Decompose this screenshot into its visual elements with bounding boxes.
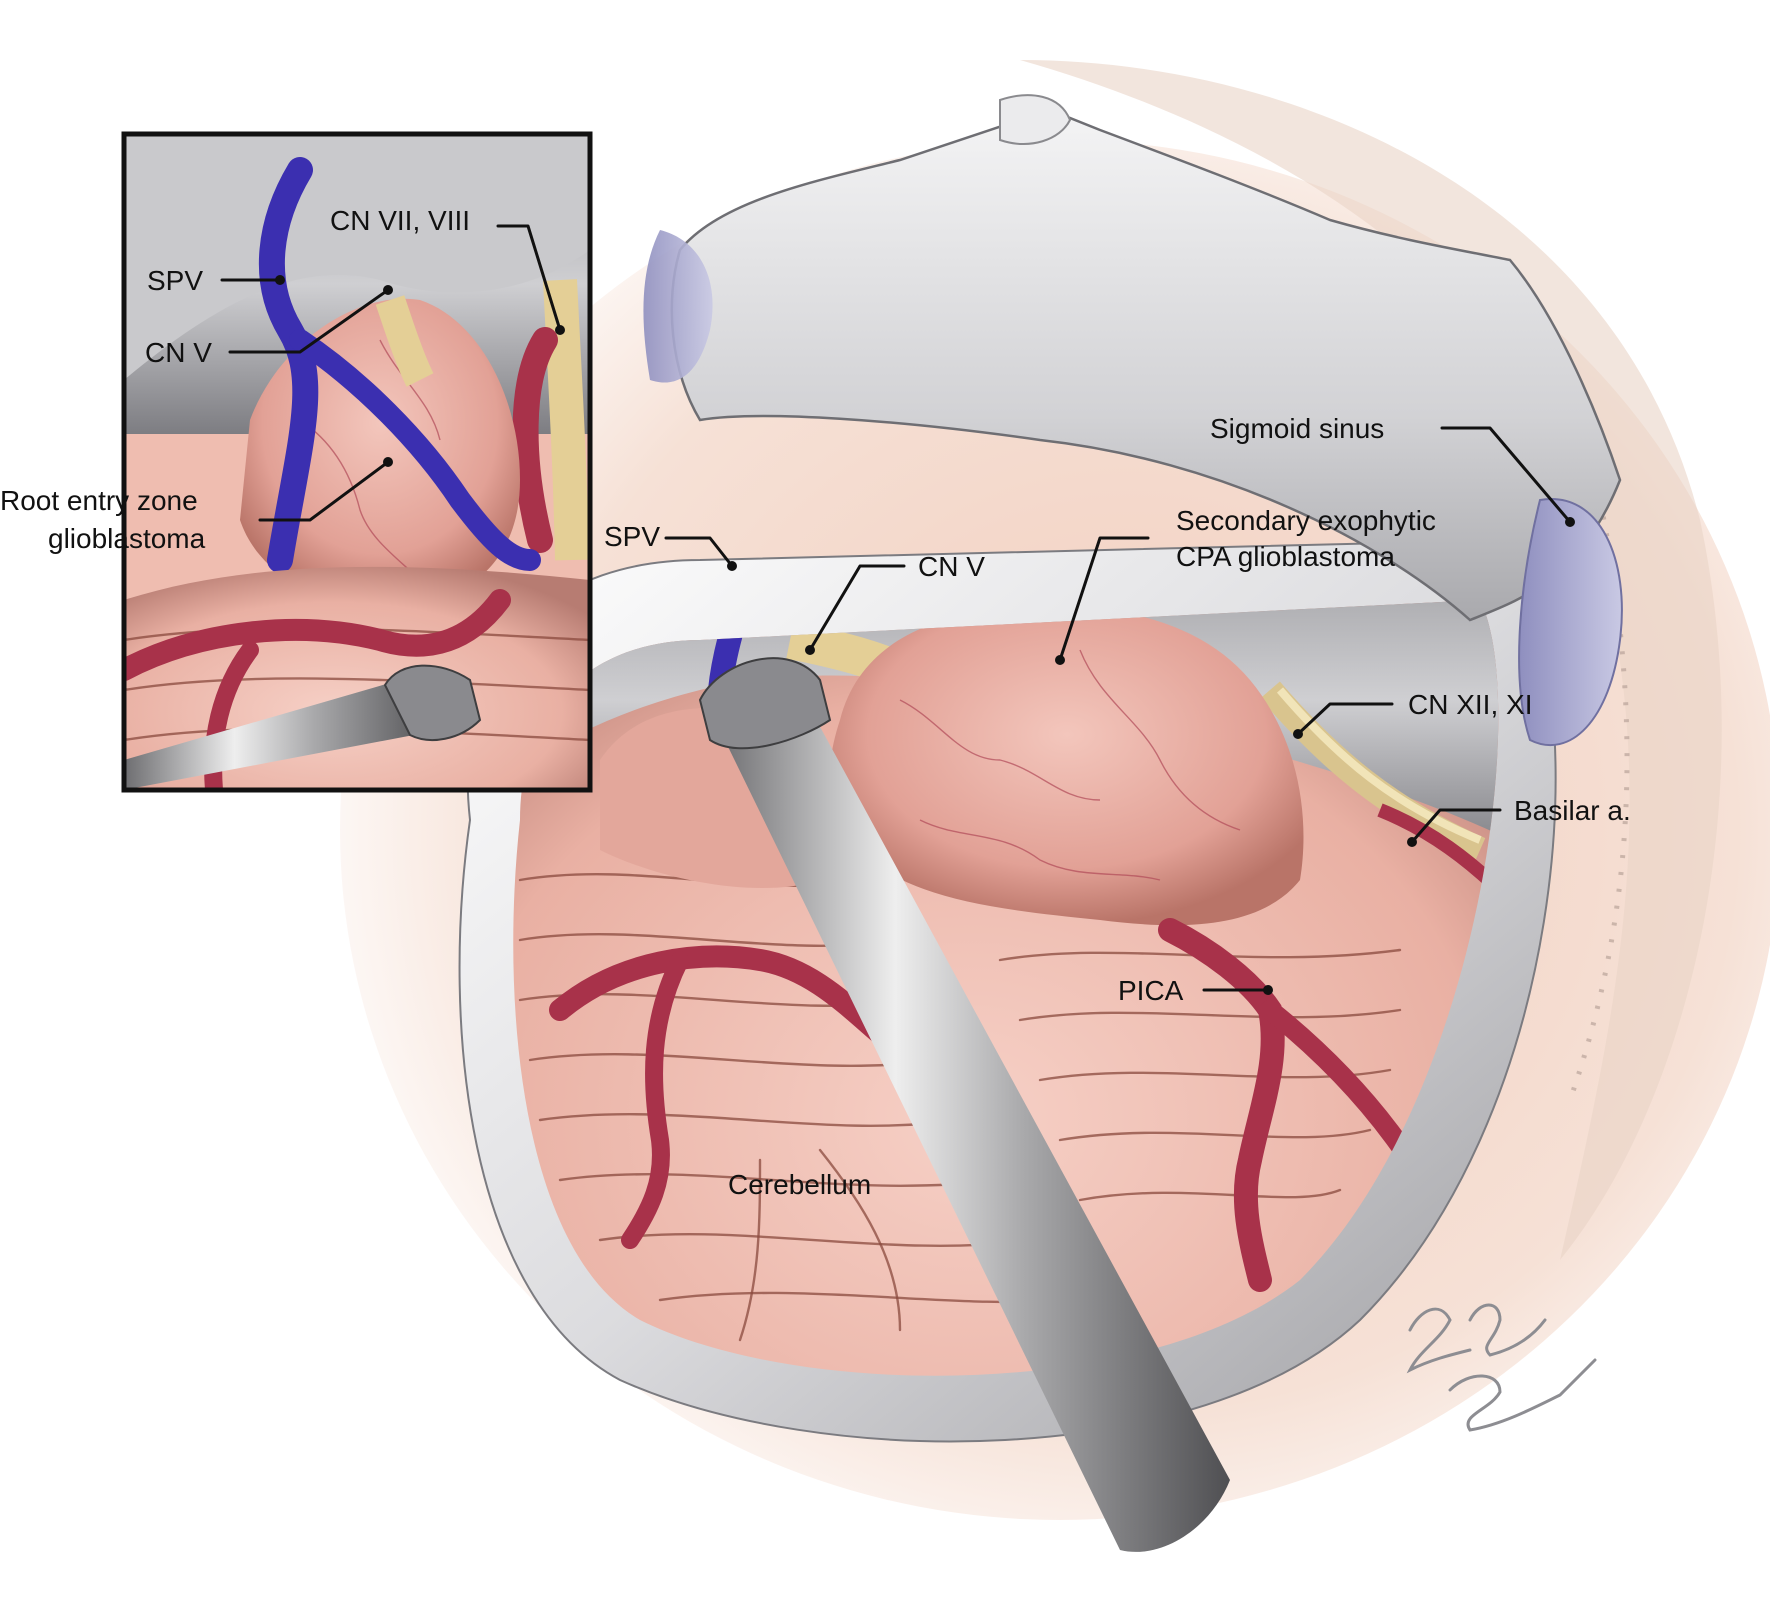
- label-cerebellum: Cerebellum: [728, 1169, 871, 1200]
- inset-instrument: [124, 680, 440, 790]
- label-secondary-line1: Secondary exophytic: [1176, 505, 1436, 536]
- leader-inset-cn-vii-viii: [496, 224, 562, 332]
- label-main-spv: SPV: [604, 521, 660, 552]
- label-basilar: Basilar a.: [1514, 795, 1631, 826]
- cn-xii-xi-nerve: [1260, 681, 1486, 862]
- inset-panel: [121, 131, 593, 793]
- label-inset-cn-v: CN V: [145, 337, 212, 368]
- sinus-upper: [643, 230, 713, 383]
- leader-cn-xii-xi: [1296, 702, 1394, 736]
- leader-lines: [220, 224, 1575, 995]
- leader-main-cn-v: [808, 564, 906, 652]
- inset-artery-lower: [124, 589, 511, 681]
- label-inset-root-entry-line1: Root entry zone: [0, 485, 198, 516]
- leader-main-spv: [664, 536, 734, 568]
- inset-cn-vii-viii-nerve: [543, 279, 589, 561]
- labels: CN VII, VIII SPV CN V Root entry zone gl…: [0, 205, 1631, 1200]
- label-inset-cn-vii-viii: CN VII, VIII: [330, 205, 470, 236]
- label-sigmoid-sinus: Sigmoid sinus: [1210, 413, 1384, 444]
- pica-branch: [1260, 1000, 1420, 1170]
- cerebellar-artery-branch: [621, 951, 689, 1249]
- label-cn-xii-xi: CN XII, XI: [1408, 689, 1532, 720]
- inset-spv-vein: [258, 157, 319, 573]
- inset-cn-v-nerve: [375, 295, 434, 387]
- inset-artery-right: [512, 327, 558, 553]
- suction-instrument: [715, 690, 1230, 1552]
- inset-instrument-tip: [383, 664, 482, 741]
- exophytic-tumor: [830, 607, 1304, 926]
- label-inset-root-entry-line2: glioblastoma: [48, 523, 206, 554]
- pica-artery: [1158, 918, 1285, 1292]
- label-pica: PICA: [1118, 975, 1184, 1006]
- leader-sigmoid-sinus: [1440, 426, 1572, 524]
- leader-inset-cn-v: [228, 288, 390, 354]
- dura-suture-tag: [999, 94, 1072, 145]
- label-main-cn-v: CN V: [918, 551, 985, 582]
- sigmoid-sinus: [1518, 498, 1623, 746]
- leader-secondary-tumor: [1058, 536, 1150, 662]
- inset-spv-branch: [289, 329, 541, 571]
- label-secondary-line2: CPA glioblastoma: [1176, 541, 1395, 572]
- cn-xii-xi-highlight: [1276, 687, 1482, 844]
- inset-frame: [121, 131, 593, 793]
- instrument-tip: [698, 657, 832, 750]
- leader-basilar: [1410, 808, 1502, 844]
- leader-inset-root-entry: [258, 460, 390, 522]
- label-inset-spv: SPV: [147, 265, 203, 296]
- inset-dura: [124, 134, 590, 380]
- artist-signature: [1406, 1303, 1597, 1432]
